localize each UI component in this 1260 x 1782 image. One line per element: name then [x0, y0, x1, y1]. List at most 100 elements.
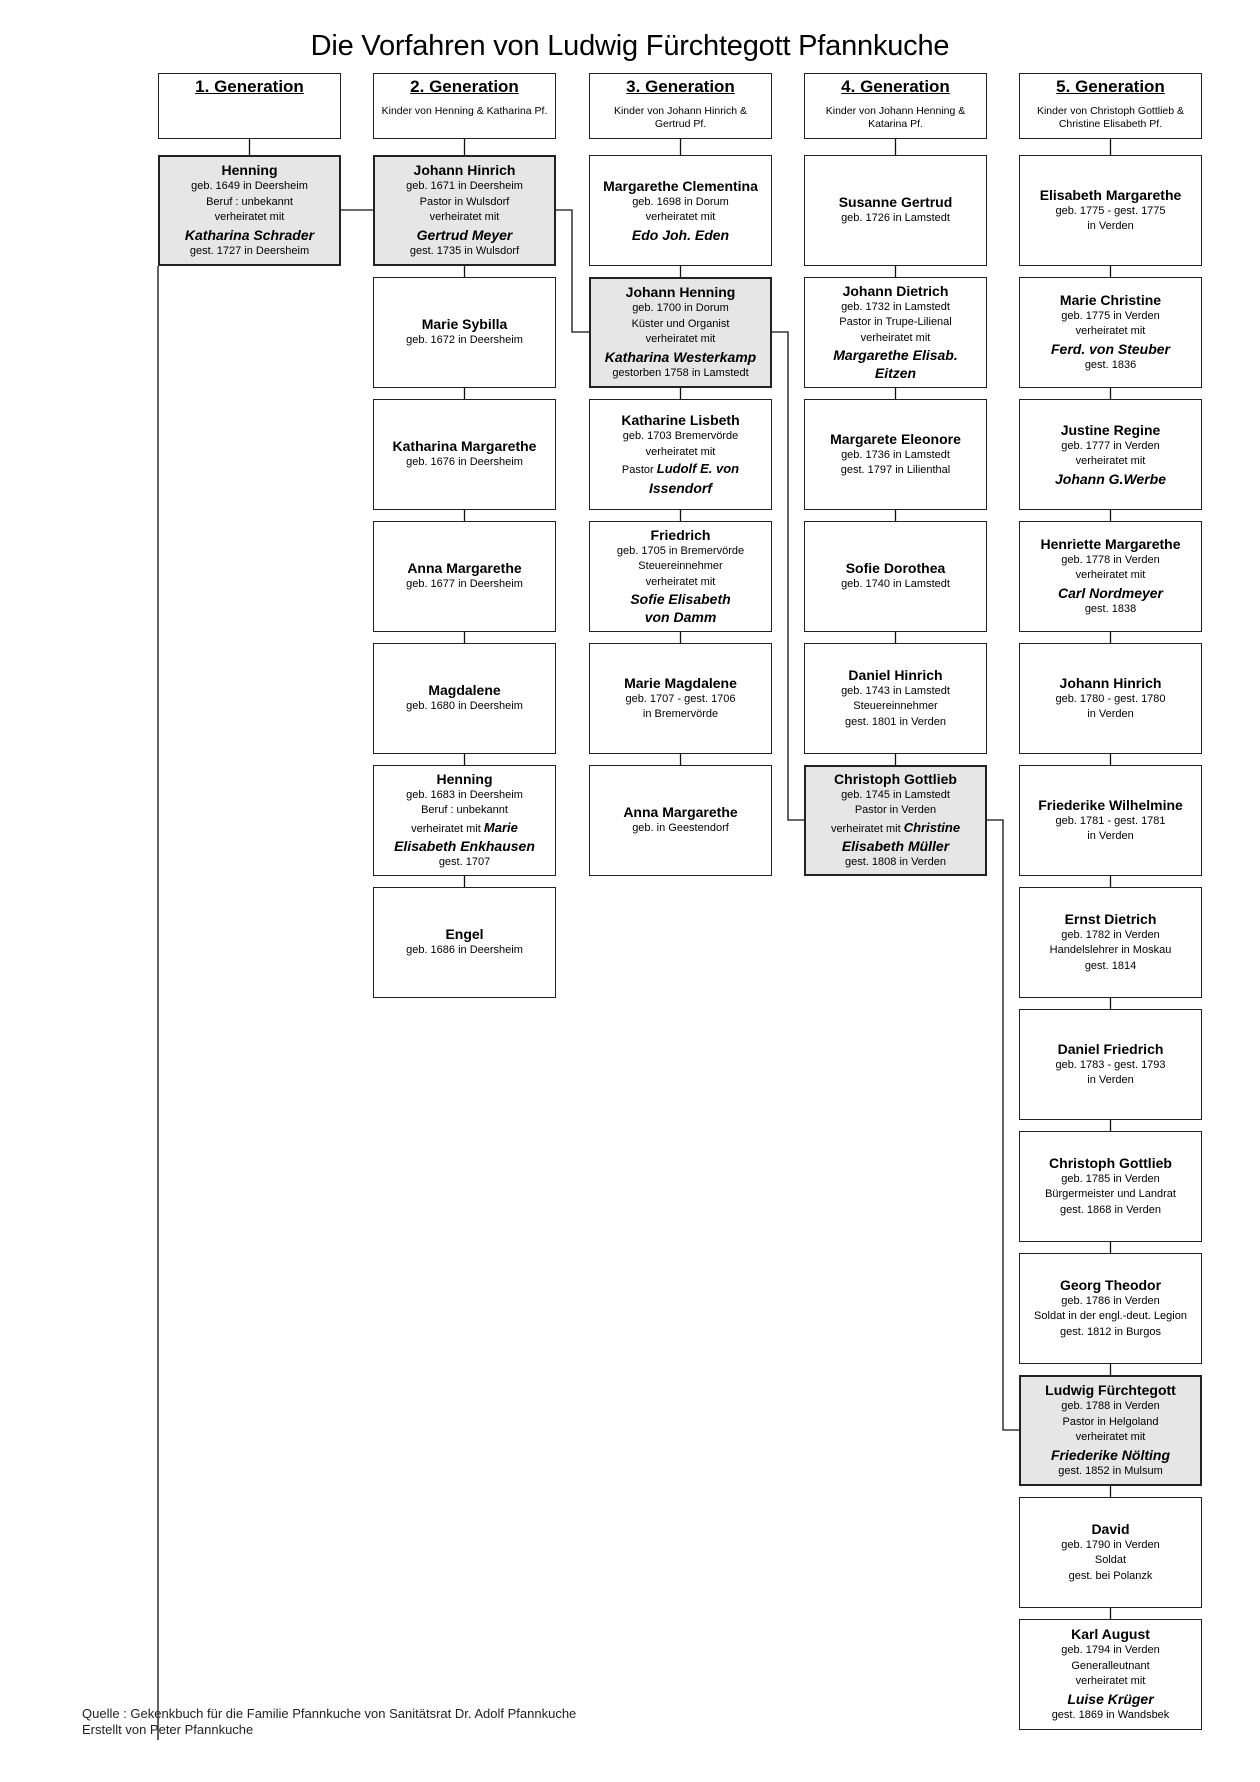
- person-detail: gestorben 1758 in Lamstedt: [612, 366, 748, 382]
- person-detail: Beruf : unbekannt: [421, 803, 508, 819]
- person-detail: gest. 1801 in Verden: [845, 715, 946, 731]
- detail-text: verheiratet mit: [645, 333, 716, 345]
- generation-header: 1. Generation: [158, 73, 341, 139]
- person-name: Christoph Gottlieb: [1049, 1154, 1172, 1171]
- person-detail: gest. 1707: [439, 855, 490, 871]
- detail-text: geb. 1745 in Lamstedt: [841, 788, 950, 801]
- detail-text: geb. 1703 Bremervörde: [622, 430, 739, 443]
- person-detail: geb. 1736 in Lamstedt: [841, 448, 950, 464]
- footer-source: Quelle : Gekenkbuch für die Familie Pfan…: [82, 1706, 577, 1721]
- person-name: Georg Theodor: [1059, 1276, 1162, 1293]
- detail-text: geb. 1777 in Verden: [1061, 439, 1160, 452]
- detail-text: Steuereinnehmer: [638, 560, 723, 573]
- spouse-name: Ludolf E. von: [656, 461, 740, 477]
- person-detail: geb. 1677 in Deersheim: [406, 577, 523, 593]
- person-detail: verheiratet mit: [1076, 568, 1146, 584]
- person-detail: geb. 1672 in Deersheim: [406, 333, 523, 349]
- detail-text: Issendorf: [648, 479, 712, 496]
- person-name: Christoph Gottlieb: [834, 770, 957, 787]
- person-name: Magdalene: [428, 682, 501, 699]
- ancestor-connector: [556, 209, 589, 333]
- person-detail: in Verden: [1087, 1073, 1133, 1089]
- detail-text: geb. 1778 in Verden: [1061, 553, 1160, 566]
- person-detail: geb. 1781 - gest. 1781: [1055, 814, 1165, 830]
- detail-text: in Verden: [1087, 708, 1134, 720]
- person-name: Marie Sybilla: [421, 316, 508, 333]
- person-detail: Pastor in Verden: [855, 803, 936, 819]
- person-detail: Pastor Ludolf E. von: [622, 460, 739, 479]
- spouse-name: Margarethe Elisab.: [833, 346, 958, 364]
- detail-text: Elisabeth Müller: [841, 838, 950, 854]
- detail-text: verheiratet mit: [214, 211, 285, 223]
- detail-text: geb. 1698 in Dorum: [632, 195, 729, 208]
- person-name: Anna Margarethe: [623, 804, 738, 821]
- detail-text: Ferd. von Steuber: [1050, 340, 1171, 357]
- person-detail: geb. 1777 in Verden: [1061, 439, 1159, 455]
- generation-subtitle: Kinder von Henning & Katharina Pf.: [381, 105, 548, 117]
- person-name: Henning: [436, 770, 493, 787]
- person-detail: Pastor in Trupe-Lilienal: [839, 315, 952, 331]
- detail-text: geb. 1686 in Deersheim: [406, 944, 523, 957]
- person-detail: Pastor in Wulsdorf: [420, 195, 510, 211]
- detail-text: geb. 1649 in Deersheim: [191, 180, 308, 192]
- detail-text: geb. 1775 in Verden: [1061, 309, 1160, 322]
- person-name: Karl August: [1071, 1626, 1150, 1642]
- person-detail: gest. 1838: [1085, 602, 1136, 618]
- detail-text: Beruf : unbekannt: [421, 804, 508, 816]
- person-detail: verheiratet mit: [215, 210, 285, 226]
- person-name: Susanne Gertrud: [838, 194, 953, 211]
- person-name: Margarete Eleonore: [830, 430, 961, 447]
- person-detail: geb. 1794 in Verden: [1061, 1643, 1159, 1659]
- detail-text: geb. 1683 in Deersheim: [406, 788, 523, 801]
- ancestor-connector: [772, 331, 804, 821]
- person-detail: in Verden: [1087, 707, 1133, 723]
- detail-text: geb. 1781 - gest. 1781: [1055, 814, 1166, 827]
- detail-text: geb. 1705 in Bremervörde: [616, 544, 745, 557]
- detail-text: verheiratet mit: [1075, 569, 1146, 582]
- spouse-name: Elisabeth Enkhausen: [394, 837, 535, 855]
- detail-text: geb. 1794 in Verden: [1061, 1644, 1160, 1656]
- person-detail: geb. 1671 in Deersheim: [406, 179, 523, 195]
- person-name: Marie Magdalene: [624, 674, 737, 691]
- person-name: Anna Margarethe: [407, 560, 522, 577]
- detail-text: verheiratet mit: [411, 822, 481, 835]
- person-name: Katharine Lisbeth: [621, 412, 740, 429]
- page-title: Die Vorfahren von Ludwig Fürchtegott Pfa…: [310, 30, 950, 62]
- detail-text: geb. 1671 in Deersheim: [406, 180, 523, 192]
- person-detail: in Bremervörde: [643, 707, 718, 723]
- person-detail: geb. 1703 Bremervörde: [623, 429, 739, 445]
- spouse-name: Eitzen: [875, 364, 916, 382]
- person-detail: geb. 1707 - gest. 1706: [625, 692, 735, 708]
- person-detail: Handelslehrer in Moskau: [1050, 943, 1172, 959]
- detail-text: Pastor in Verden: [854, 804, 937, 816]
- detail-text: geb. 1700 in Dorum: [632, 302, 729, 314]
- spouse-name: Gertrud Meyer: [417, 226, 513, 244]
- detail-text: Pastor in Trupe-Lilienal: [839, 316, 952, 329]
- person-detail: geb. 1726 in Lamstedt: [841, 211, 950, 227]
- detail-text: geb. 1743 in Lamstedt: [841, 684, 950, 697]
- person-detail: geb. 1676 in Deersheim: [406, 455, 523, 471]
- person-detail: geb. 1783 - gest. 1793: [1055, 1058, 1165, 1074]
- detail-text: in Verden: [1087, 830, 1134, 842]
- detail-text: von Damm: [644, 609, 717, 626]
- person-name: Henriette Margarethe: [1040, 535, 1181, 552]
- person-detail: geb. 1782 in Verden: [1061, 928, 1159, 944]
- person-detail: geb. 1705 in Bremervörde: [617, 544, 744, 560]
- detail-text: geb. 1726 in Lamstedt: [841, 212, 950, 225]
- person-detail: gest. 1735 in Wulsdorf: [410, 244, 519, 260]
- detail-text: Eitzen: [874, 365, 917, 382]
- person-name: Johann Dietrich: [842, 282, 949, 299]
- detail-text: geb. in Geestendorf: [632, 822, 729, 835]
- person-detail: Generalleutnant: [1071, 1659, 1149, 1675]
- detail-text: geb. 1790 in Verden: [1061, 1538, 1160, 1551]
- detail-text: Bürgermeister und Landrat: [1045, 1188, 1176, 1201]
